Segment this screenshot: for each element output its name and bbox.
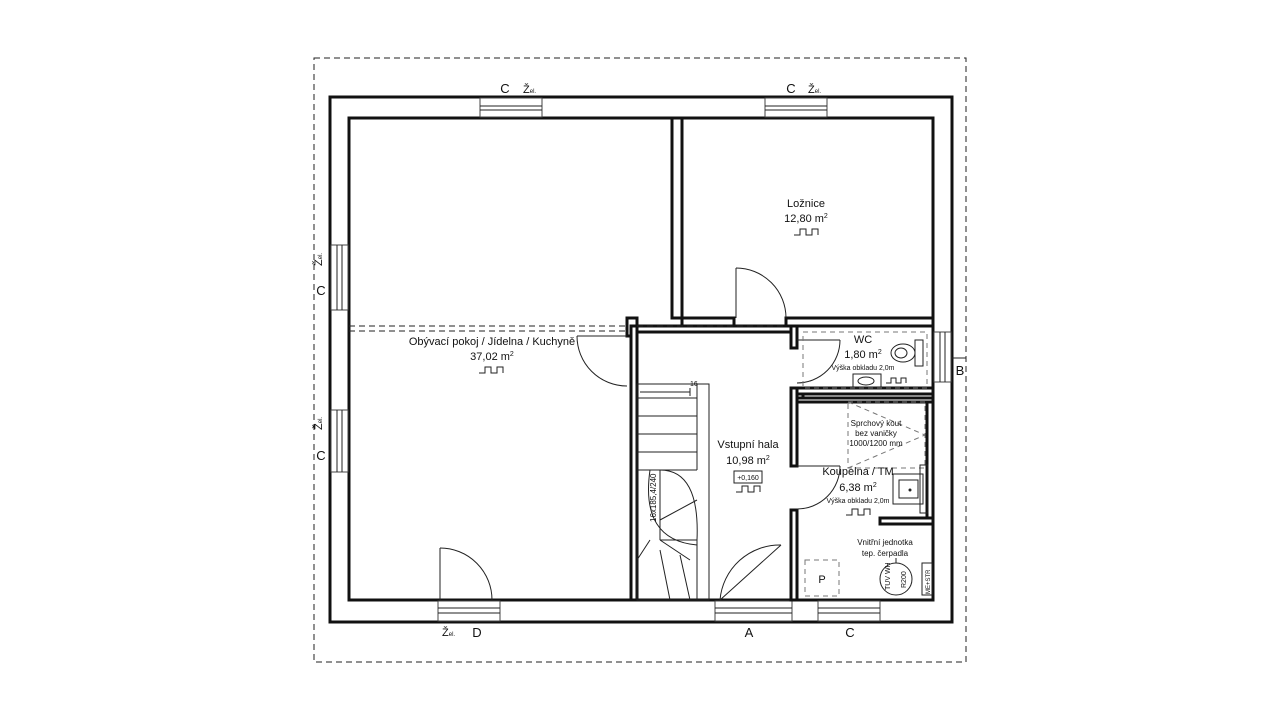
- window-left-upper: [330, 244, 349, 311]
- wc-tile-note: Výška obkladu 2,0m: [831, 365, 894, 372]
- heatpump-label-1: Vnitřní jednotka: [857, 538, 913, 547]
- electrical-panel-label: ME+STR: [926, 569, 932, 594]
- floor-symbol: [479, 366, 504, 374]
- toilet-icon: [890, 339, 924, 367]
- window-mark-zel: Žel.: [808, 83, 821, 96]
- bath-name: Koupelna / TM: [822, 466, 893, 478]
- door-mark-a: A: [745, 625, 754, 640]
- door-bedroom: [735, 267, 787, 319]
- wc-area: 1,80 m2: [844, 349, 882, 361]
- hall-name: Vstupní hala: [717, 439, 779, 451]
- window-right-b: [933, 331, 952, 383]
- p-box-label: P: [818, 574, 825, 586]
- living-room-area: 37,02 m2: [470, 351, 514, 363]
- wall-wc-bottom: [795, 386, 935, 396]
- window-bottom-c: [817, 600, 881, 622]
- bath-area: 6,38 m2: [839, 482, 877, 494]
- window-left-lower: [330, 409, 349, 473]
- window-mark-c: C: [500, 81, 509, 96]
- door-living: [576, 335, 628, 387]
- stairs-step-count: 16: [690, 381, 698, 388]
- window-mark-d: D: [472, 625, 481, 640]
- window-mark-b: B: [956, 363, 965, 378]
- stairs-label: 16x185,4/240: [649, 473, 658, 522]
- window-mark-zel: Žel.: [312, 253, 325, 266]
- window-top-left: [479, 97, 543, 118]
- electrical-panel: [921, 562, 933, 596]
- window-mark-zel: Žel.: [312, 417, 325, 430]
- floor-symbol: [846, 508, 871, 516]
- floor-symbol: [794, 228, 819, 236]
- window-mark-c: C: [316, 448, 325, 463]
- window-bottom-d: [437, 600, 501, 622]
- window-mark-c: C: [786, 81, 795, 96]
- bedroom-area: 12,80 m2: [784, 213, 828, 225]
- shower-area: [847, 401, 926, 469]
- plot-boundary: [313, 57, 967, 663]
- boiler-size: R200: [901, 571, 908, 588]
- bath-sink-icon: [892, 464, 929, 514]
- window-mark-zel: Žel.: [523, 83, 536, 96]
- wc-sink-icon: [852, 373, 882, 389]
- shower-label-3: 1000/1200 mm: [849, 439, 903, 448]
- bedroom-name: Ložnice: [787, 198, 825, 210]
- window-top-right: [764, 97, 828, 118]
- wc-name: WC: [854, 334, 872, 346]
- window-mark-zel: Žel.: [442, 626, 455, 639]
- wall-living-bedroom-top: [670, 116, 684, 320]
- window-mark-c: C: [845, 625, 854, 640]
- boiler-label: TUV WH: [885, 562, 892, 590]
- p-box: [804, 559, 840, 597]
- bath-tile-note: Výška obkladu 2,0m: [826, 498, 889, 505]
- exterior-wall-outline: [328, 95, 954, 624]
- shower-label-1: Sprchový kout: [851, 419, 902, 428]
- floor-symbol: [886, 377, 907, 384]
- wall-hall-right: [789, 324, 799, 350]
- hall-area: 10,98 m2: [726, 455, 770, 467]
- entrance-door-a: [714, 600, 793, 622]
- wall-hall-left: [629, 324, 639, 602]
- living-room-name: Obývací pokoj / Jídelna / Kuchyně: [409, 336, 575, 348]
- heatpump-label-2: tep. čerpadla: [862, 549, 909, 558]
- window-mark-c: C: [316, 283, 325, 298]
- shower-label-2: bez vaničky: [855, 429, 897, 438]
- staircase: [636, 383, 710, 601]
- door-entrance: [719, 544, 782, 601]
- floor-symbol: [736, 485, 761, 493]
- door-bottom-left: [439, 547, 493, 601]
- hall-level: +0,160: [737, 475, 759, 482]
- door-wc: [796, 339, 841, 384]
- door-bath: [796, 465, 841, 510]
- level-mark: [733, 470, 763, 484]
